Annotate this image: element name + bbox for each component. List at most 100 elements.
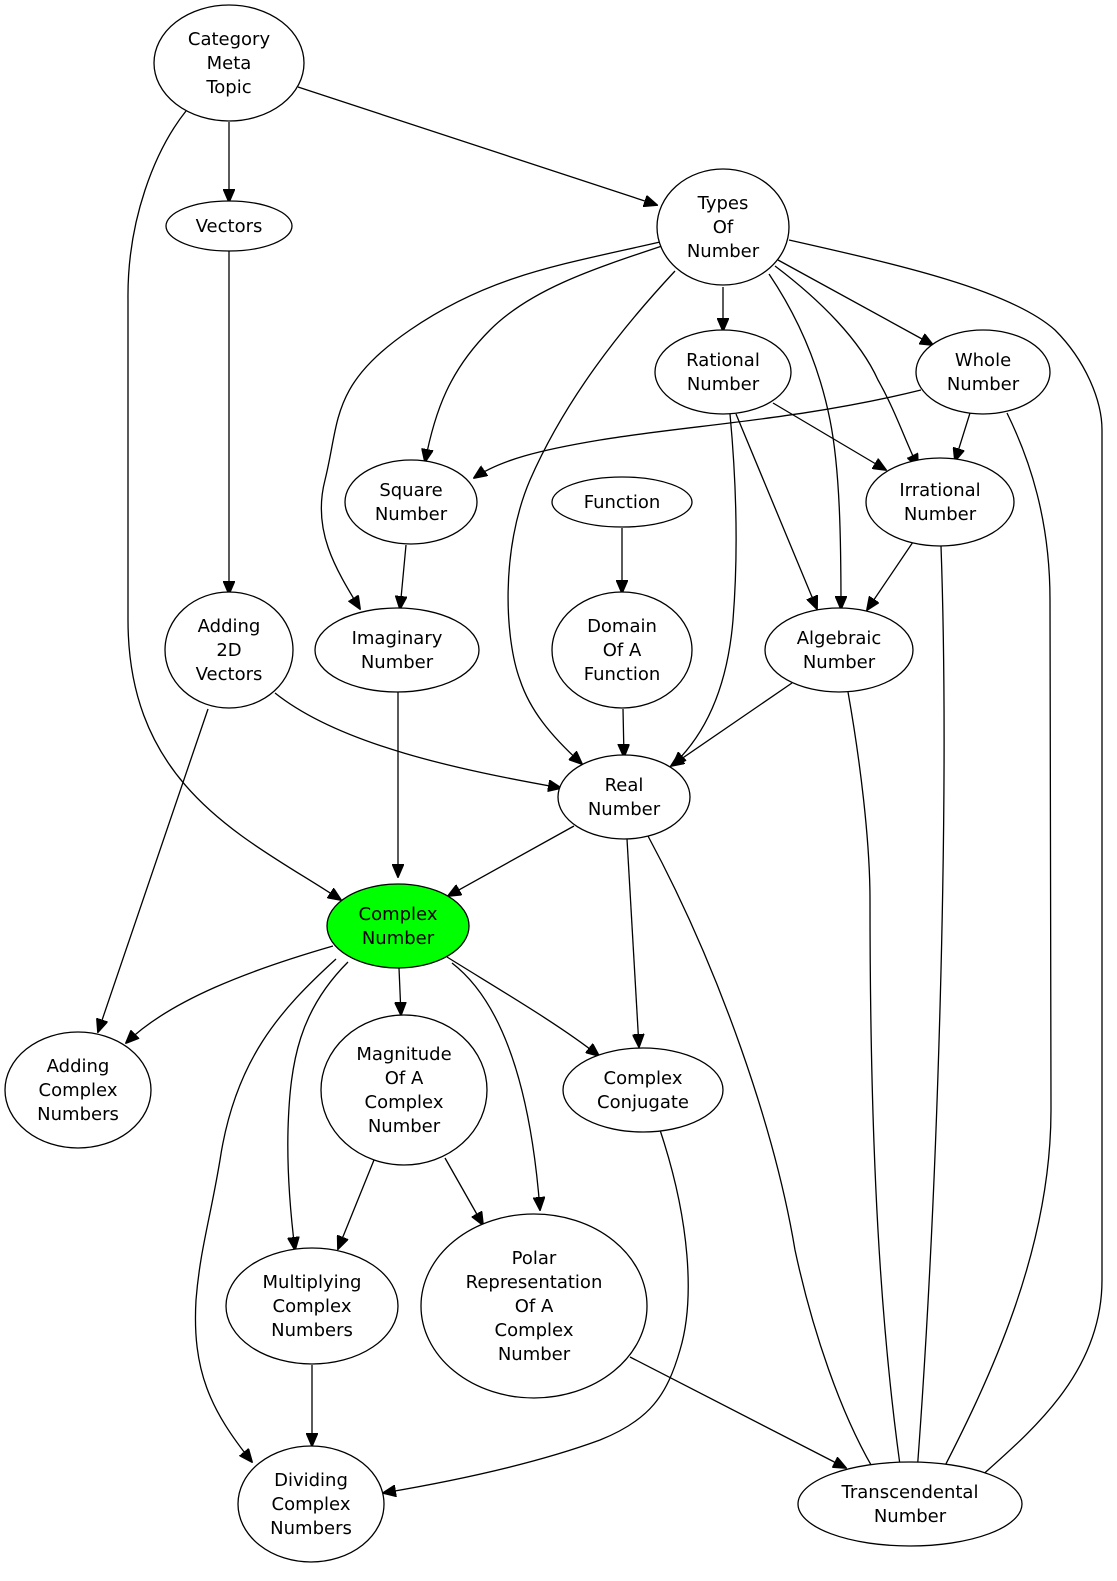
edge-magnitude-to-polar bbox=[444, 1157, 483, 1225]
edge-irrational-to-algebraic bbox=[867, 541, 914, 610]
node-label-line: Irrational bbox=[899, 480, 980, 501]
node-label-line: Types bbox=[697, 193, 749, 214]
node-shape bbox=[344, 459, 478, 545]
edge-whole-to-square bbox=[474, 389, 922, 478]
edge-algebraic-to-transcendental bbox=[847, 691, 903, 1486]
edge-algebraic-to-real bbox=[671, 682, 793, 766]
node-label-line: Number bbox=[803, 652, 876, 673]
node-shape bbox=[562, 1047, 724, 1133]
node-label-line: Topic bbox=[205, 77, 251, 98]
node-shape bbox=[320, 1014, 488, 1166]
node-label-line: Transcendental bbox=[841, 1482, 979, 1503]
node-shape bbox=[164, 591, 294, 709]
nodes: CategoryMetaTopicVectorsTypesOfNumberRat… bbox=[4, 4, 1051, 1563]
node-label-line: Conjugate bbox=[597, 1092, 689, 1113]
edge-domain-to-real bbox=[623, 708, 624, 757]
edge-real-to-complex bbox=[448, 825, 575, 896]
node-label-line: Multiplying bbox=[263, 1272, 362, 1293]
node-label-line: Complex bbox=[273, 1296, 352, 1317]
node-shape bbox=[764, 607, 914, 693]
edge-types-to-transcendental bbox=[788, 239, 1103, 1488]
node-label-line: Domain bbox=[587, 616, 657, 637]
edge-types-to-algebraic bbox=[768, 273, 841, 609]
node-label-line: Numbers bbox=[270, 1518, 352, 1539]
edge-irrational-to-transcendental bbox=[916, 545, 945, 1486]
node-label-line: Adding bbox=[198, 616, 261, 637]
node-adding-2d-vectors: Adding 2D Vectors bbox=[164, 591, 294, 709]
node-shape bbox=[551, 476, 693, 528]
node-label-line: Imaginary bbox=[352, 628, 443, 649]
node-label-line: Function bbox=[584, 664, 661, 685]
node-label-line: Of A bbox=[515, 1296, 554, 1317]
node-shape bbox=[165, 200, 293, 252]
node-vectors: Vectors bbox=[165, 200, 293, 252]
edge-real-to-transcendental bbox=[647, 835, 884, 1486]
node-shape bbox=[865, 457, 1015, 547]
node-label-line: Real bbox=[605, 775, 644, 796]
node-label-line: Number bbox=[375, 504, 448, 525]
node-shape bbox=[656, 168, 790, 286]
node-label-line: Category bbox=[188, 29, 271, 50]
node-label-line: Whole bbox=[955, 350, 1011, 371]
node-label-line: Number bbox=[874, 1506, 947, 1527]
node-label-line: Numbers bbox=[37, 1104, 119, 1125]
edge-types-to-real bbox=[507, 270, 676, 764]
node-label-line: Adding bbox=[47, 1056, 110, 1077]
edge-complex-to-dividing bbox=[194, 958, 337, 1462]
node-label-line: Representation bbox=[466, 1272, 603, 1293]
edge-types-to-irrational bbox=[774, 265, 918, 467]
node-label-line: Number bbox=[498, 1344, 571, 1365]
node-label-line: 2D bbox=[216, 640, 241, 661]
node-label-line: Vectors bbox=[196, 664, 263, 685]
edge-rational-to-algebraic bbox=[735, 413, 817, 609]
node-label-line: Complex bbox=[604, 1068, 683, 1089]
edge-types-to-square bbox=[425, 245, 663, 462]
edge-square-to-imaginary bbox=[400, 544, 406, 609]
edge-polar-to-transcendental bbox=[629, 1356, 846, 1468]
node-shape bbox=[557, 754, 691, 840]
node-label-line: Number bbox=[904, 504, 977, 525]
node-shape bbox=[153, 4, 305, 122]
edge-whole-to-irrational bbox=[955, 412, 971, 461]
node-shape bbox=[237, 1445, 385, 1563]
node-label-line: Number bbox=[687, 241, 760, 262]
node-shape bbox=[4, 1031, 152, 1149]
node-label-line: Number bbox=[362, 928, 435, 949]
node-shape bbox=[654, 329, 792, 415]
node-label-line: Number bbox=[947, 374, 1020, 395]
edge-magnitude-to-multiplying bbox=[338, 1159, 375, 1249]
node-label-line: Number bbox=[368, 1116, 441, 1137]
edge-types-to-imaginary bbox=[320, 241, 661, 609]
node-shape bbox=[797, 1461, 1023, 1547]
edge-category-to-types-of-number bbox=[297, 86, 657, 205]
node-label-line: Number bbox=[687, 374, 760, 395]
node-label-line: Of A bbox=[385, 1068, 424, 1089]
node-label-line: Complex bbox=[365, 1092, 444, 1113]
node-label-line: Number bbox=[361, 652, 434, 673]
node-shape bbox=[551, 591, 693, 709]
node-shape bbox=[326, 883, 470, 969]
edge-whole-to-transcendental bbox=[935, 412, 1052, 1485]
node-label-line: Algebraic bbox=[797, 628, 882, 649]
edge-rational-to-irrational bbox=[772, 402, 886, 470]
node-label-line: Complex bbox=[495, 1320, 574, 1341]
node-shape bbox=[420, 1213, 648, 1399]
node-label-line: Magnitude bbox=[356, 1044, 451, 1065]
node-shape bbox=[915, 329, 1051, 415]
node-shape bbox=[225, 1247, 399, 1365]
edge-adding-2d-to-adding-complex bbox=[98, 708, 209, 1032]
